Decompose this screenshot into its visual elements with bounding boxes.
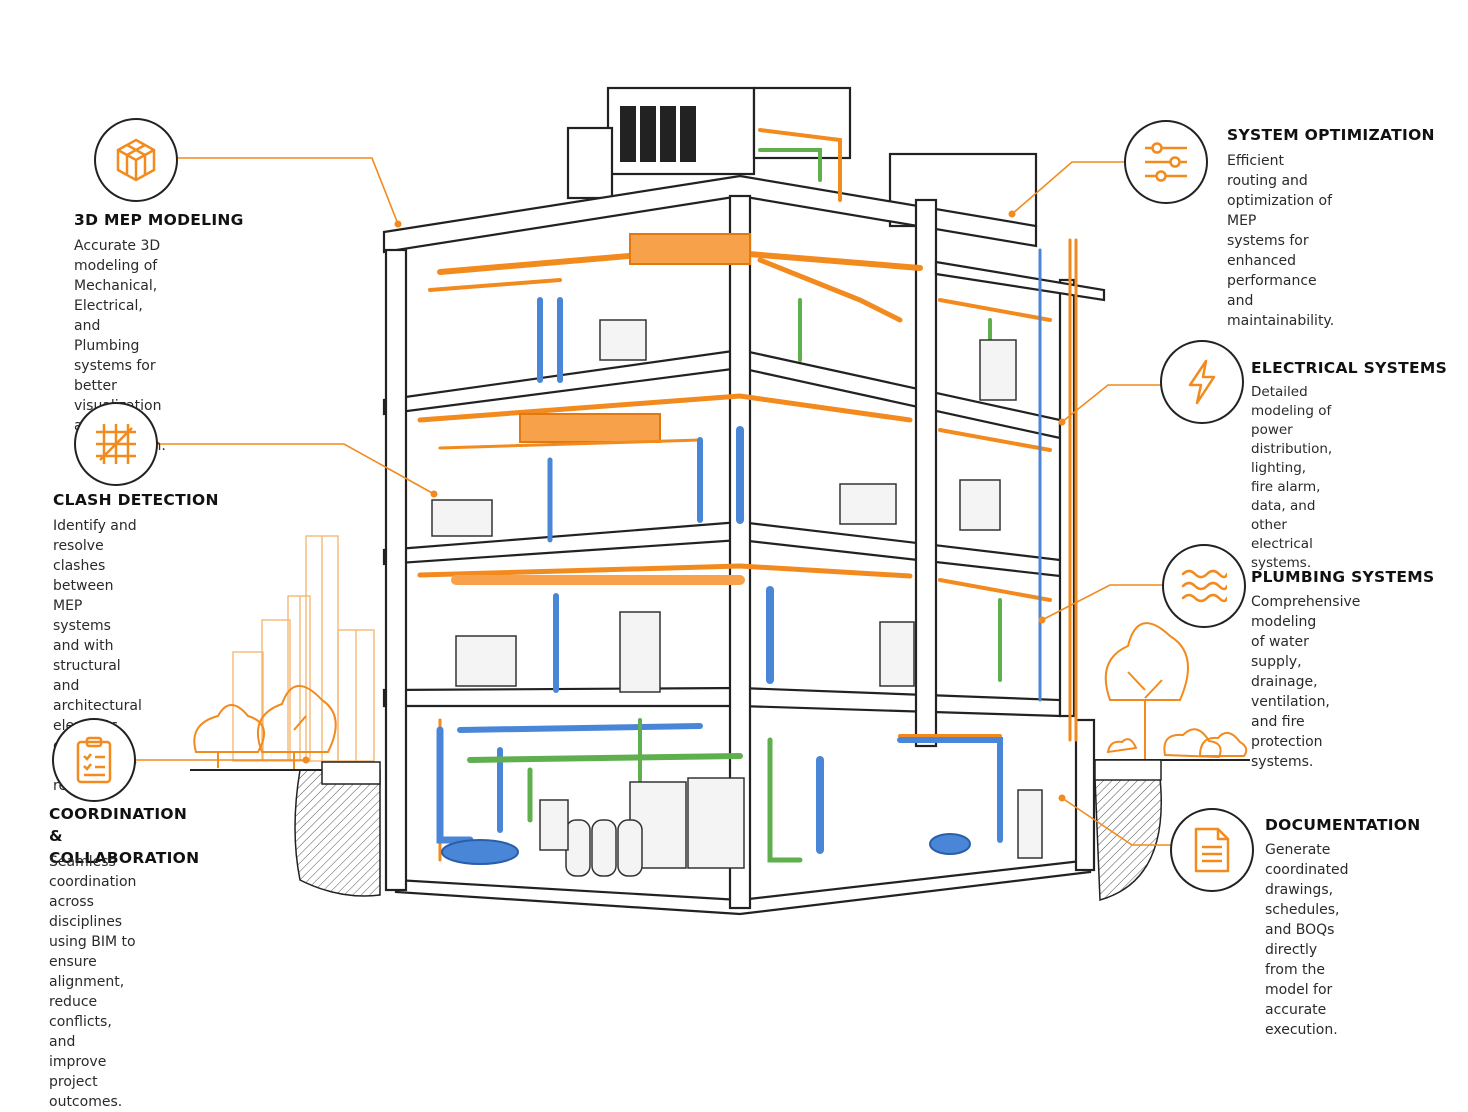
sliders-icon-circle bbox=[1124, 120, 1208, 204]
grid-icon bbox=[96, 424, 136, 464]
feature-description: Generate coordinated drawings, schedules… bbox=[1265, 842, 1349, 1038]
feature-title: PLUMBING SYSTEMS bbox=[1251, 568, 1435, 586]
feature-description: Comprehensive modeling of water supply, … bbox=[1251, 594, 1361, 770]
sliders-icon bbox=[1145, 142, 1187, 182]
lightning-icon bbox=[1188, 359, 1216, 405]
feature-description: Seamless coordination across disciplines… bbox=[49, 854, 137, 1110]
leader-lines bbox=[134, 157, 1172, 846]
feature-description: Efficient routing and optimization of ME… bbox=[1227, 153, 1335, 329]
rooftop-ahu bbox=[620, 106, 696, 162]
feature-title: DOCUMENTATION bbox=[1265, 816, 1421, 834]
clipboard-icon bbox=[76, 736, 112, 784]
waves-icon-circle bbox=[1162, 544, 1246, 628]
plumbing-pipes bbox=[436, 248, 1042, 865]
cube-icon bbox=[116, 138, 156, 182]
document-icon bbox=[1194, 827, 1230, 873]
mep-building-cutaway-illustration bbox=[190, 86, 1250, 916]
feature-title: SYSTEM OPTIMIZATION bbox=[1227, 126, 1435, 144]
feature-description: Detailed modeling of power distribution,… bbox=[1251, 384, 1333, 571]
document-icon-circle bbox=[1170, 808, 1254, 892]
clipboard-icon-circle bbox=[52, 718, 136, 802]
feature-title: 3D MEP MODELING bbox=[74, 211, 244, 229]
cube-icon-circle bbox=[94, 118, 178, 202]
equipment bbox=[431, 319, 1043, 877]
lightning-icon-circle bbox=[1160, 340, 1244, 424]
waves-icon bbox=[1181, 569, 1227, 603]
feature-title: ELECTRICAL SYSTEMS bbox=[1251, 359, 1448, 377]
grid-icon-circle bbox=[74, 402, 158, 486]
feature-title: COORDINATION & COLLABORATION bbox=[49, 805, 200, 867]
green-pipes bbox=[467, 148, 1002, 863]
ground-section bbox=[190, 759, 1250, 901]
hvac-ducts bbox=[417, 128, 1078, 862]
feature-title: CLASH DETECTION bbox=[53, 491, 219, 509]
